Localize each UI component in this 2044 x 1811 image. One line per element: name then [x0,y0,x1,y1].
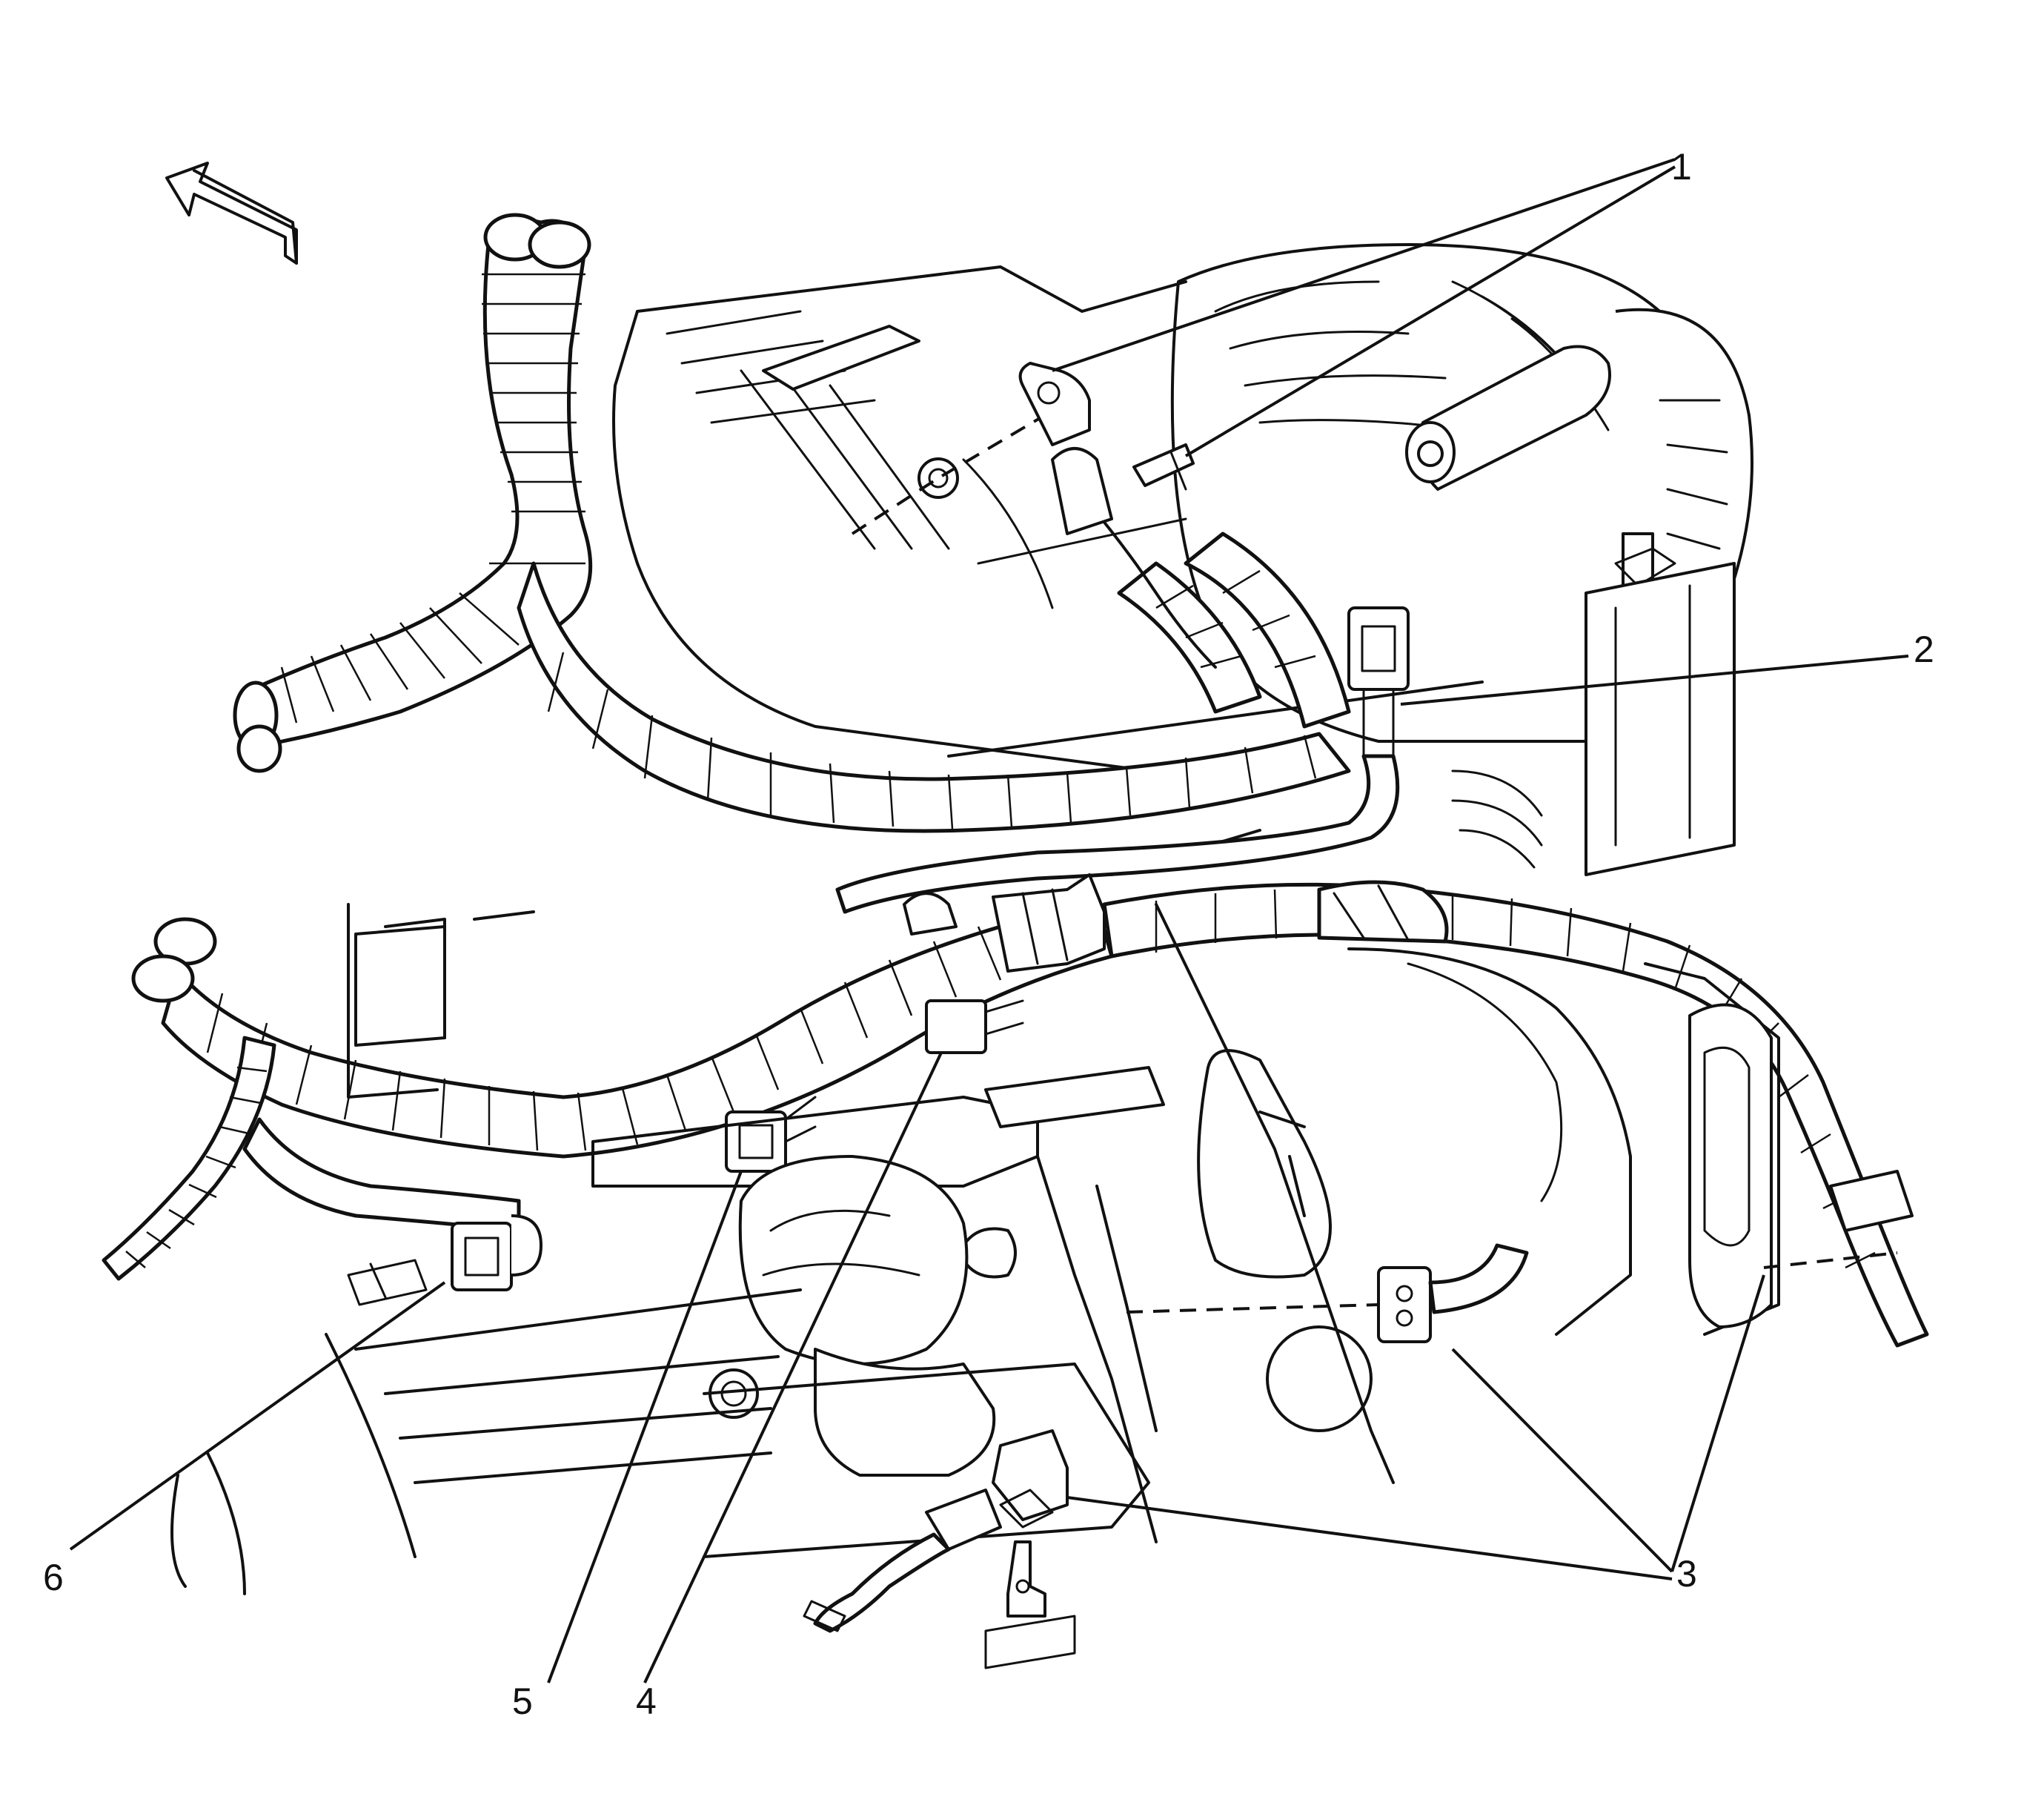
nut-icon [918,457,959,499]
front-direction-arrow-icon [165,162,298,265]
callout-6: 6 [43,1557,64,1598]
lift-bracket [1688,1003,1773,1328]
leader-1a [1052,158,1676,372]
connector-3-lower [803,1429,1076,1669]
ground-bolt-and-nut [851,362,1195,535]
generator-pigtail [835,754,1400,914]
connector-4 [925,999,1024,1054]
callout-3: 3 [1676,1553,1697,1595]
ground-terminal [1018,362,1091,446]
callout-4: 4 [636,1681,657,1722]
leader-lines [69,158,1909,1683]
engine-mount-bracket [1197,1049,1332,1279]
callout-2: 2 [1914,629,1934,670]
connector-5 [725,1096,817,1173]
leader-3c [1670,1274,1765,1572]
throttle-body [738,1155,969,1365]
leader-5 [547,1171,743,1683]
connector-3-right [1126,1243,1898,1343]
retainer-clip-icon [1006,1540,1046,1618]
callout-5: 5 [512,1681,533,1722]
leader-1b [1184,165,1676,457]
connector-6 [347,1214,542,1306]
right-harness [1102,880,1929,1348]
bolt-icon [1132,443,1195,487]
module-plate [984,1066,1165,1128]
leader-4 [643,1052,943,1683]
generator-connector-2 [1347,606,1410,758]
leader-6 [69,1281,446,1551]
engine-lower-block [170,903,1780,1595]
leader-2 [1400,655,1909,706]
callout-1: 1 [1671,146,1692,188]
leader-3b [1066,1496,1673,1580]
stud-nut-icon [962,1227,1017,1279]
main-harness-upper [517,447,1351,833]
leader-3a [1451,1348,1673,1573]
left-vertical-harness [233,213,593,773]
